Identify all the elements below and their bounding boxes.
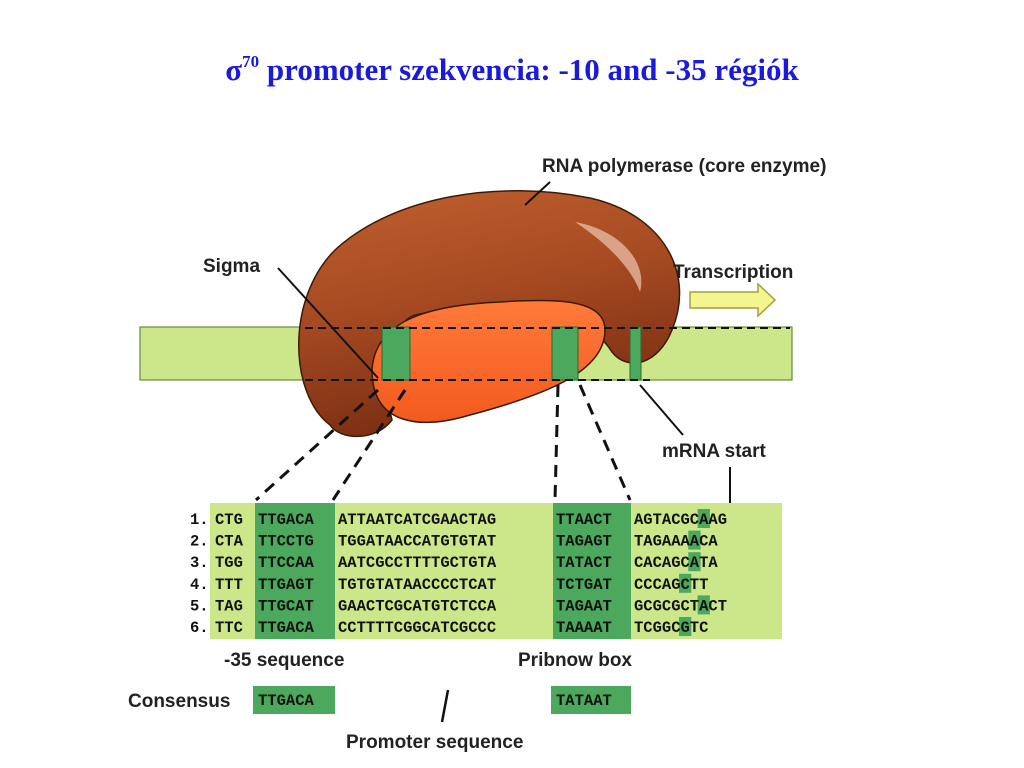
- promoter-sequence-label: Promoter sequence: [346, 732, 523, 753]
- consensus-minus10-box: [551, 686, 631, 714]
- zoom-line-1: [254, 388, 380, 502]
- seq-minus10: TCTGAT: [556, 576, 612, 594]
- seq-downstream-tail: CT: [708, 597, 727, 615]
- seq-minus35: TTCCTG: [258, 533, 314, 551]
- dna-box-minus10: [551, 326, 579, 381]
- seq-downstream-tail: CA: [699, 533, 718, 551]
- seq-downstream-tail: TA: [699, 554, 718, 572]
- mrna-start-label: mRNA start: [662, 441, 766, 462]
- promoter-leader-line: [440, 689, 450, 723]
- seq-spacer: GAACTCGCATGTCTCCA: [338, 597, 497, 615]
- seq-minus35: TTGCAT: [258, 597, 314, 615]
- seq-minus35: TTGACA: [258, 511, 315, 529]
- consensus-minus35-box: [253, 686, 335, 714]
- seq-downstream-tail: TC: [690, 619, 709, 637]
- transcription-arrow-icon: [689, 282, 777, 318]
- seq-minus10: TATACT: [556, 554, 612, 572]
- seq-prefix: TGG: [215, 554, 243, 572]
- seq-row-number: 5.: [190, 597, 209, 615]
- seq-start-base: A: [690, 554, 700, 572]
- seq-start-base: G: [681, 619, 690, 637]
- seq-minus35: TTCCAA: [258, 554, 315, 572]
- seq-prefix: TTT: [215, 576, 243, 594]
- seq-row-number: 2.: [190, 533, 209, 551]
- seq-downstream-tail: TT: [690, 576, 709, 594]
- polymerase-highlight: [575, 222, 642, 292]
- seq-start-base: A: [690, 533, 700, 551]
- dna-box-minus35: [381, 326, 411, 381]
- zoom-line-4: [578, 384, 632, 501]
- seq-start-base: A: [699, 511, 709, 529]
- seq-downstream: CACAGC: [634, 554, 690, 572]
- minus35-label: -35 sequence: [224, 650, 344, 671]
- dna-box-mrna-start: [629, 326, 642, 381]
- sigma-factor: [371, 299, 606, 424]
- mrna-start-leader-line: [639, 384, 684, 436]
- seq-start-base: A: [699, 597, 709, 615]
- seq-row-number: 1.: [190, 511, 209, 529]
- seq-row-number: 3.: [190, 554, 209, 572]
- mrna-start-highlight: [679, 573, 692, 593]
- seq-prefix: TTC: [215, 619, 243, 637]
- mrna-start-highlight: [688, 552, 701, 572]
- seq-row-number: 6.: [190, 619, 209, 637]
- seq-downstream-tail: AG: [708, 511, 727, 529]
- mrna-start-highlight: [697, 595, 710, 615]
- sigma-symbol: σ: [225, 52, 243, 87]
- seq-prefix: CTA: [215, 533, 244, 551]
- consensus-minus35: TTGACA: [258, 692, 315, 710]
- consensus-minus10: TATAAT: [556, 692, 612, 710]
- seq-start-base: C: [681, 576, 690, 594]
- seq-minus10: TAGAGT: [556, 533, 612, 551]
- polymerase-leader-line: [524, 181, 551, 206]
- zoom-line-3: [553, 384, 560, 501]
- seq-downstream: TAGAAA: [634, 533, 691, 551]
- seq-spacer: AATCGCCTTTTGCTGTA: [338, 554, 497, 572]
- seq-minus35: TTGACA: [258, 619, 315, 637]
- seq-row-number: 4.: [190, 576, 209, 594]
- zoom-line-2: [331, 389, 407, 501]
- seq-downstream: AGTACGC: [634, 511, 699, 529]
- pribnow-label: Pribnow box: [518, 650, 632, 671]
- seq-downstream: CCCAG: [634, 576, 681, 594]
- seq-spacer: TGGATAACCATGTGTAT: [338, 533, 496, 551]
- seq-prefix: TAG: [215, 597, 243, 615]
- mrna-start-highlight: [688, 530, 701, 550]
- seq-prefix: CTG: [215, 511, 243, 529]
- mrna-start-highlight: [679, 617, 692, 636]
- transcription-label: Transcription: [673, 262, 793, 283]
- sequence-col-minus10: [553, 503, 631, 639]
- seq-spacer: ATTAATCATCGAACTAG: [338, 511, 496, 529]
- sigma-superscript: 70: [242, 51, 260, 71]
- sequence-col-minus35: [255, 503, 335, 639]
- consensus-label: Consensus: [128, 691, 230, 712]
- slide-title: σ70 promoter szekvencia: -10 and -35 rég…: [0, 52, 1024, 88]
- seq-downstream: TCGGC: [634, 619, 681, 637]
- seq-minus10: TAGAAT: [556, 597, 612, 615]
- rna-polymerase-label: RNA polymerase (core enzyme): [542, 156, 826, 177]
- seq-minus10: TAAAAT: [556, 619, 612, 637]
- sigma-label: Sigma: [203, 256, 260, 277]
- sigma-leader-line: [277, 267, 379, 379]
- seq-spacer: CCTTTTCGGCATCGCCC: [338, 619, 496, 637]
- seq-minus10: TTAACT: [556, 511, 612, 529]
- mrna-start-highlight: [697, 509, 710, 528]
- seq-minus35: TTGAGT: [258, 576, 314, 594]
- seq-spacer: TGTGTATAACCCCTCAT: [338, 576, 496, 594]
- seq-downstream: GCGCGCT: [634, 597, 699, 615]
- title-text: promoter szekvencia: -10 and -35 régiók: [259, 52, 799, 87]
